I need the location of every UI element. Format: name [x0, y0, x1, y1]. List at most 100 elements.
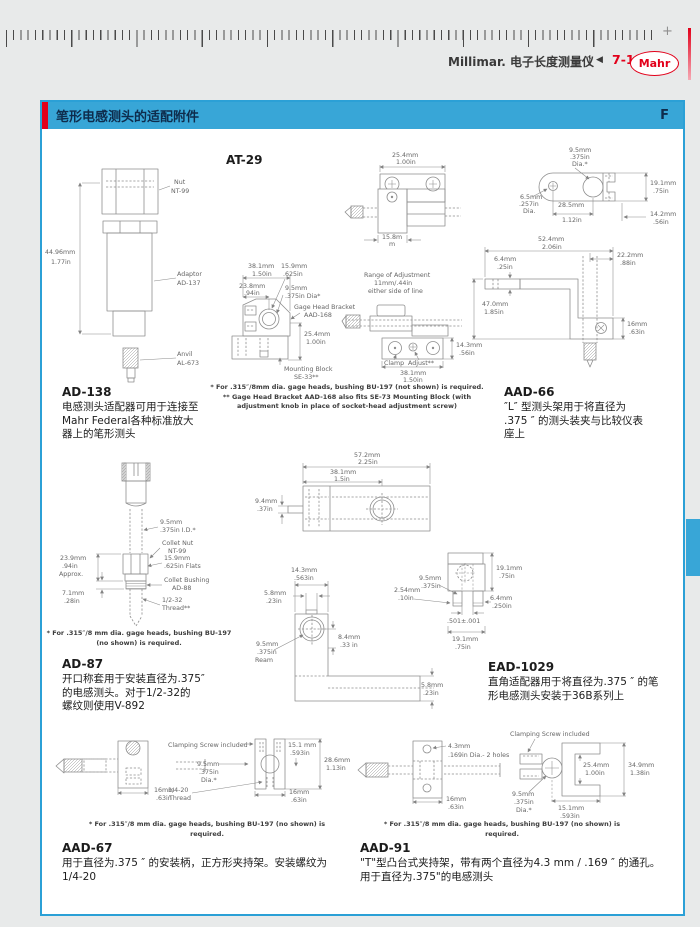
desc-line: 螺纹则使用V-892: [62, 700, 145, 712]
dim-label: 2.06in: [542, 244, 562, 251]
part-label: NT-99: [171, 188, 189, 195]
dim-label: 15.1mm: [558, 805, 584, 812]
desc-line: 形电感测头安装于36B系列上: [488, 689, 625, 702]
adaptor-body: [106, 232, 153, 312]
footnote-line: * For .315″/8mm dia. gage heads, bushing…: [210, 383, 484, 391]
part-label: AD-137: [177, 280, 200, 287]
dim-label: 19.1mm: [650, 180, 676, 187]
dim-label: 38.1mm: [400, 370, 426, 377]
section-tab: [686, 519, 700, 576]
dim-label: .625in: [283, 271, 303, 278]
product-code: AD-138: [62, 385, 112, 399]
dim-label: Approx.: [59, 571, 83, 578]
dim-label: 2.25in: [358, 459, 378, 466]
dim-label: 23.8mm: [239, 283, 265, 290]
product-code: AAD-91: [360, 841, 411, 855]
product-ad87: AD-87 开口称套用于安装直径为.375″ 的电感测头。对于1/2-32的 螺…: [62, 657, 252, 714]
dim-label: 1.00in: [585, 770, 605, 777]
dim-label: 28.5mm: [558, 202, 584, 209]
dim-label: .250in: [492, 603, 512, 610]
desc-line: Mahr Federal各种标准放大: [62, 414, 194, 427]
nut: [101, 168, 159, 215]
part-label: AD-88: [172, 585, 191, 592]
note-label: Clamping Screw included: [168, 742, 248, 749]
product-aad67: AAD-67 用于直径为.375 ″ 的安装柄，正方形夹持架。安装螺纹为 1/4…: [62, 841, 362, 884]
dim-label: 1.50in: [252, 271, 272, 278]
desc-line: 用于直径为.375 ″ 的安装柄，正方形夹持架。安装螺纹为: [62, 857, 327, 869]
dim-label: 16mm: [154, 787, 174, 794]
dim-label: Dia.*: [201, 777, 217, 784]
at29-top-view: 25.4mm 1.00in 15.8m m: [344, 152, 461, 248]
technical-drawings: 44.96mm 1.77in Nut NT-99 Adaptor AD-137 …: [45, 147, 676, 820]
dim-label: 25.4mm: [392, 152, 418, 159]
dim-label: 15.1 mm: [288, 742, 316, 749]
dim-label: .375in: [421, 583, 441, 590]
dim-label: 5.8mm: [421, 682, 443, 689]
dim-label: .28in: [64, 598, 80, 605]
dim-label: 9.5mm: [569, 147, 591, 154]
at29-adjustment-view: Range of Adjustment 11mm/.44in either si…: [341, 272, 482, 384]
dim-label: 7.1mm: [62, 590, 84, 597]
dim-label: 47.0mm: [482, 301, 508, 308]
footnote-line: adjustment knob in place of socket-head …: [236, 402, 458, 410]
dim-label: Dia.*: [572, 161, 588, 168]
at29-bracket-view: 38.1mm 1.50in 23.8mm .94in 15.9mm .625in…: [231, 263, 356, 381]
dim-label: 8.4mm: [338, 634, 360, 641]
section-letter: F: [660, 108, 669, 123]
aad66-drawing: 9.5mm .375in Dia.* 6.5mm .257in Dia. 28.…: [472, 147, 676, 368]
aad67-drawing: 16mm .63in Clamping Screw included 9.5mm…: [55, 738, 350, 804]
panel-title: 笔形电感测头的适配附件: [56, 110, 200, 125]
footnote-aad67: * For .315″/8 mm dia. gage heads, bushin…: [82, 820, 332, 839]
dim-label: .75in: [455, 644, 471, 651]
desc-line: "T"型凸台式夹持架，带有两个直径为4.3 mm / .169 ″ 的通孔。: [360, 857, 661, 869]
dim-label: 19.1mm: [452, 636, 478, 643]
dim-label: 16mm: [446, 796, 466, 803]
back-arrow-icon: ◀: [596, 55, 603, 65]
product-ead1029: EAD-1029 直角适配器用于将直径为.375 ″ 的笔 形电感测头安装于36…: [488, 660, 683, 703]
part-label: Adaptor: [177, 271, 202, 278]
catalog-panel: 笔形电感测头的适配附件 F 44.96mm 1: [40, 100, 685, 916]
dim-label: 1.00in: [306, 339, 326, 346]
part-label: Mounting Block: [284, 366, 333, 373]
dim-label: .56in: [459, 350, 475, 357]
part-label: Adjust**: [408, 360, 434, 367]
dim-label: 1.85in: [484, 309, 504, 316]
page-header-title: Millimar. 电子长度测量仪: [448, 55, 594, 69]
dim-label: .75in: [653, 188, 669, 195]
footnote-aad91: * For .315″/8 mm dia. gage heads, bushin…: [377, 820, 627, 839]
desc-line: .375 ″ 的测头装夹与比较仪表: [504, 414, 643, 427]
dim-label: .37in: [257, 506, 273, 513]
dim-label: .625in Flats: [164, 563, 201, 570]
dim-label: 34.9mm: [628, 762, 654, 769]
desc-line: 开口称套用于安装直径为.375″: [62, 673, 205, 685]
dim-label: Thread**: [161, 605, 190, 612]
dim-label: Dia.*: [516, 807, 532, 814]
dim-label: Dia.: [523, 208, 535, 215]
dim-label: 9.5mm: [256, 641, 278, 648]
dim-label: 4.3mm: [448, 743, 470, 750]
dim-label: 25.4mm: [583, 762, 609, 769]
dim-label: .23in: [423, 690, 439, 697]
red-strip: [688, 28, 691, 80]
dim-label: .563in: [294, 575, 314, 582]
dim-label: .94in: [244, 290, 260, 297]
part-label: Clamp: [384, 360, 404, 367]
part-label: SE-33**: [294, 374, 319, 381]
dim-label: .257in: [519, 201, 539, 208]
dim-label: 16mm: [627, 321, 647, 328]
dim-label: 1.50in: [403, 377, 423, 384]
dim-label: .375in I.D.*: [160, 527, 196, 534]
dim-label: 15.8m: [382, 234, 402, 241]
dim-label: 15.9mm: [164, 555, 190, 562]
part-label: Collet Bushing: [164, 577, 209, 584]
ruler-ticks-long: [6, 30, 658, 47]
part-label: Anvil: [177, 351, 193, 358]
dim-label: .63in: [448, 804, 464, 811]
panel-title-bar: 笔形电感测头的适配附件 F: [42, 102, 683, 129]
dim-label: .63in: [629, 329, 645, 336]
red-accent: [42, 102, 48, 129]
dim-label: 9.5mm: [419, 575, 441, 582]
part-label: Collet Nut: [162, 540, 194, 547]
dim-label: 15.9mm: [281, 263, 307, 270]
desc-line: 用于直径为.375"的电感测头: [360, 870, 494, 883]
